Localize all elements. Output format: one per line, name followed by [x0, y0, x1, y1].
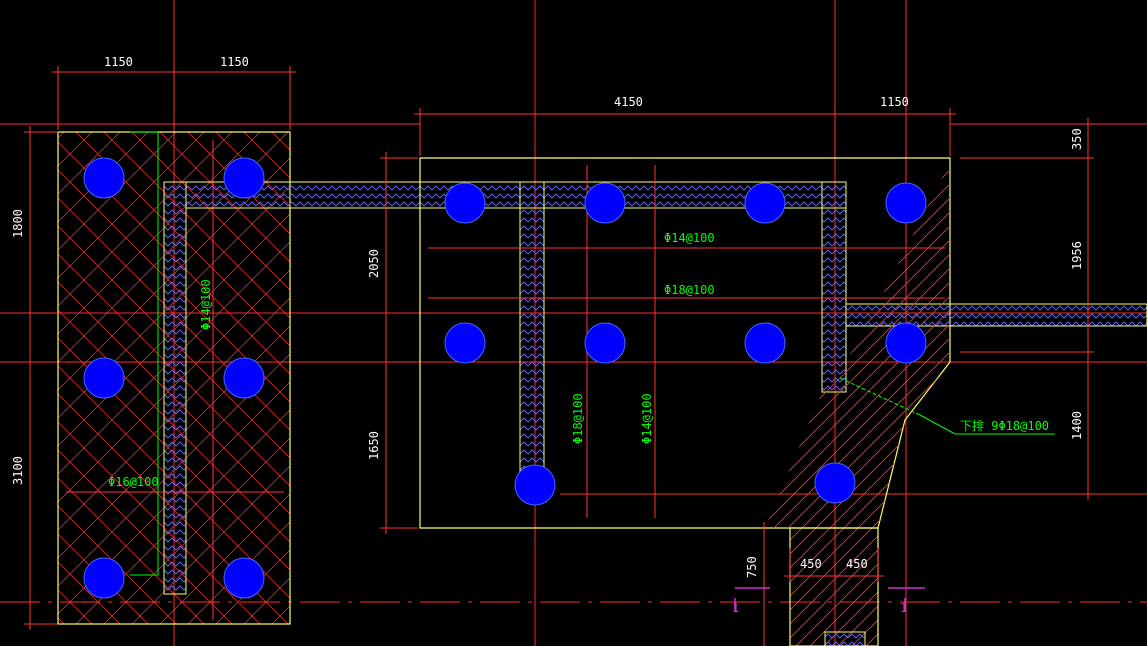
- rebar-label: Φ16@100: [108, 475, 159, 489]
- rebar-labels: Φ14@100 Φ16@100 Φ14@100 Φ18@100 Φ18@100 …: [108, 231, 1049, 489]
- dim-text: 1150: [880, 95, 909, 109]
- pile-circle-icon: [223, 157, 265, 199]
- rebar-label: Φ14@100: [664, 231, 715, 245]
- section-markers: [734, 587, 925, 612]
- diagonal-rebar: [839, 377, 921, 416]
- dim-text: 4150: [614, 95, 643, 109]
- middle-wall-vertical: [519, 181, 545, 483]
- pile-circle-icon: [885, 182, 927, 224]
- middle-wall-corner: [821, 181, 847, 393]
- rebar-label: Φ14@100: [199, 279, 213, 330]
- dimension-lines: [24, 66, 1094, 646]
- pile-circle-icon: [514, 464, 556, 506]
- pile-circle-icon: [814, 462, 856, 504]
- top-beam-body: [185, 181, 847, 209]
- pile-circle-icon: [744, 182, 786, 224]
- pile-circle-icon: [83, 157, 125, 199]
- dim-text: 1150: [220, 55, 249, 69]
- section-marker-label: 1: [732, 601, 739, 615]
- dimension-texts: 1150 1150 4150 1150 450 450 1800 3100 20…: [11, 55, 1084, 578]
- dim-text: 1150: [104, 55, 133, 69]
- rebar-label: Φ14@100: [640, 393, 654, 444]
- pile-circle-icon: [83, 357, 125, 399]
- pile-circle-icon: [444, 182, 486, 224]
- diagonal-band: [765, 162, 1055, 528]
- dim-text: 450: [846, 557, 868, 571]
- dim-text: 1956: [1070, 241, 1084, 270]
- dim-text: 450: [800, 557, 822, 571]
- dim-text: 2050: [367, 249, 381, 278]
- rebar-label: 下排 9Φ18@100: [960, 419, 1049, 433]
- dim-text: 350: [1070, 128, 1084, 150]
- bottom-column-hatch: [789, 527, 879, 646]
- pile-circle-icon: [223, 557, 265, 599]
- piles: [83, 157, 927, 599]
- pile-circle-icon: [744, 322, 786, 364]
- top-beam: [185, 181, 847, 209]
- pile-circle-icon: [584, 182, 626, 224]
- pile-circle-icon: [444, 322, 486, 364]
- dim-text: 1400: [1070, 411, 1084, 440]
- pile-circle-icon: [584, 322, 626, 364]
- pile-circle-icon: [83, 557, 125, 599]
- dim-text: 1650: [367, 431, 381, 460]
- bottom-column-core: [824, 631, 866, 646]
- bottom-column: [789, 527, 879, 646]
- dim-text: 750: [745, 556, 759, 578]
- rebar-label: Φ18@100: [664, 283, 715, 297]
- left-green-bar: [130, 131, 159, 576]
- section-marker-texts: 1 1: [732, 601, 907, 615]
- section-marker-label: 1: [900, 601, 907, 615]
- rebar-label: Φ18@100: [571, 393, 585, 444]
- diagonal-leader: [919, 414, 1055, 435]
- middle-footing: [419, 157, 951, 529]
- dim-text: 1800: [11, 209, 25, 238]
- diagonal-band-hatch: [765, 162, 950, 528]
- pile-circle-icon: [885, 322, 927, 364]
- dim-text: 3100: [11, 456, 25, 485]
- left-wall: [163, 181, 187, 595]
- pile-circle-icon: [223, 357, 265, 399]
